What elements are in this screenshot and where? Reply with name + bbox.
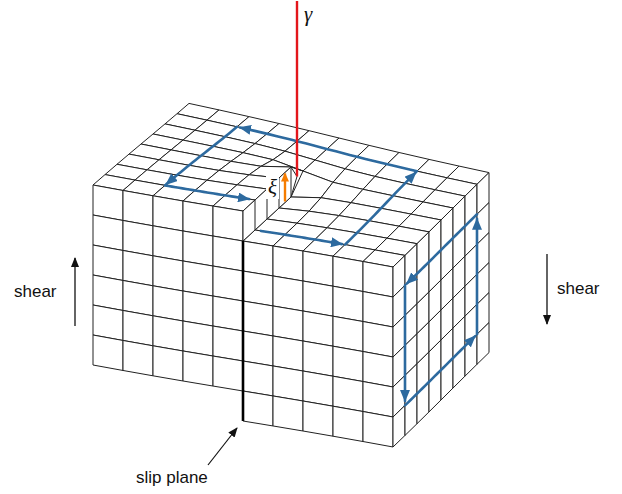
lattice-cell [93, 335, 123, 370]
crystal-block [93, 103, 489, 447]
step-face [243, 167, 297, 241]
lattice-cell [93, 305, 123, 340]
burgers-circuit-segment [407, 214, 477, 283]
lattice-cell [243, 271, 273, 306]
lattice-cell [303, 281, 333, 316]
line-direction-arrow [284, 174, 286, 202]
lattice-cell [363, 322, 393, 357]
lattice-cell [153, 286, 183, 321]
lattice-cell [243, 361, 273, 396]
lattice-cell [303, 251, 333, 286]
lattice-cell [213, 266, 243, 301]
lattice-cell [273, 306, 303, 341]
lattice-cell [303, 401, 333, 436]
burgers-circuit-segment [261, 231, 342, 244]
shear-arrow [546, 254, 547, 324]
lattice-cell [123, 250, 153, 285]
lattice-cell [93, 215, 123, 250]
lattice-cell [123, 310, 153, 345]
lattice-cell [213, 236, 243, 271]
force-label: shear [557, 279, 600, 299]
lattice-cell [123, 340, 153, 375]
lattice-cell [153, 346, 183, 381]
leader-line [208, 428, 237, 465]
lattice-cell [273, 336, 303, 371]
lattice-cell [123, 280, 153, 315]
lattice-cell [333, 286, 363, 321]
lattice-cell [243, 301, 273, 336]
burgers-circuit-segment [476, 219, 479, 335]
lattice-cell [333, 406, 363, 441]
symbol-label: γ [304, 2, 312, 26]
burgers-circuit-segment [345, 172, 416, 244]
lattice-cell [93, 275, 123, 310]
lattice-cell [273, 246, 303, 281]
burgers-circuit-segment [404, 285, 407, 401]
lattice-cell [93, 245, 123, 280]
slip-plane-line [242, 241, 245, 421]
lattice-cell [273, 396, 303, 431]
lattice-cell [273, 276, 303, 311]
lattice-cell [243, 241, 273, 276]
lattice-cell [363, 382, 393, 417]
burgers-circuit-segment [240, 127, 417, 171]
symbol-label: ξ [266, 175, 279, 199]
lattice-cell [213, 356, 243, 391]
step-surface [243, 167, 297, 241]
lattice-cell [153, 226, 183, 261]
lattice-cell [363, 412, 393, 447]
lattice-cell [213, 206, 243, 241]
lattice-cell [363, 292, 393, 327]
burgers-circuit-segment [166, 127, 237, 185]
lattice-cell [213, 296, 243, 331]
dislocation-line [296, 1, 298, 177]
lattice-cell [183, 321, 213, 356]
lattice-cell [183, 291, 213, 326]
lattice-cell [153, 196, 183, 231]
force-label: shear [14, 282, 57, 302]
lattice-cell [123, 190, 153, 225]
burgers-circuit-segment [405, 336, 475, 405]
lattice-cell [153, 256, 183, 291]
lattice-line [291, 167, 292, 197]
lattice-cell [243, 391, 273, 426]
lattice-cell [333, 316, 363, 351]
burgers-circuit-segment [165, 185, 249, 199]
lattice-cell [333, 346, 363, 381]
lattice-cell [93, 185, 123, 220]
lattice-cell [303, 371, 333, 406]
lattice-cell [363, 352, 393, 387]
lattice-cell [183, 351, 213, 386]
lattice-cell [303, 341, 333, 376]
lattice-cell [333, 376, 363, 411]
lattice-cell [153, 316, 183, 351]
lattice-line [255, 200, 256, 230]
lattice-cell [477, 323, 489, 365]
lattice-cell [393, 405, 405, 447]
lattice-cell [303, 311, 333, 346]
lattice-cell [363, 262, 393, 297]
top-face [93, 103, 489, 267]
lattice-cell [183, 201, 213, 236]
part-label: slip plane [136, 468, 208, 488]
burgers-circuit [165, 1, 477, 405]
lattice-cell [183, 231, 213, 266]
lattice-cell [123, 220, 153, 255]
right-face [393, 173, 489, 447]
lattice-cell [273, 366, 303, 401]
lattice-cell [333, 256, 363, 291]
shear-arrow [74, 258, 75, 326]
lattice-cell [213, 326, 243, 361]
lattice-cell [243, 331, 273, 366]
lattice-cell [183, 261, 213, 296]
